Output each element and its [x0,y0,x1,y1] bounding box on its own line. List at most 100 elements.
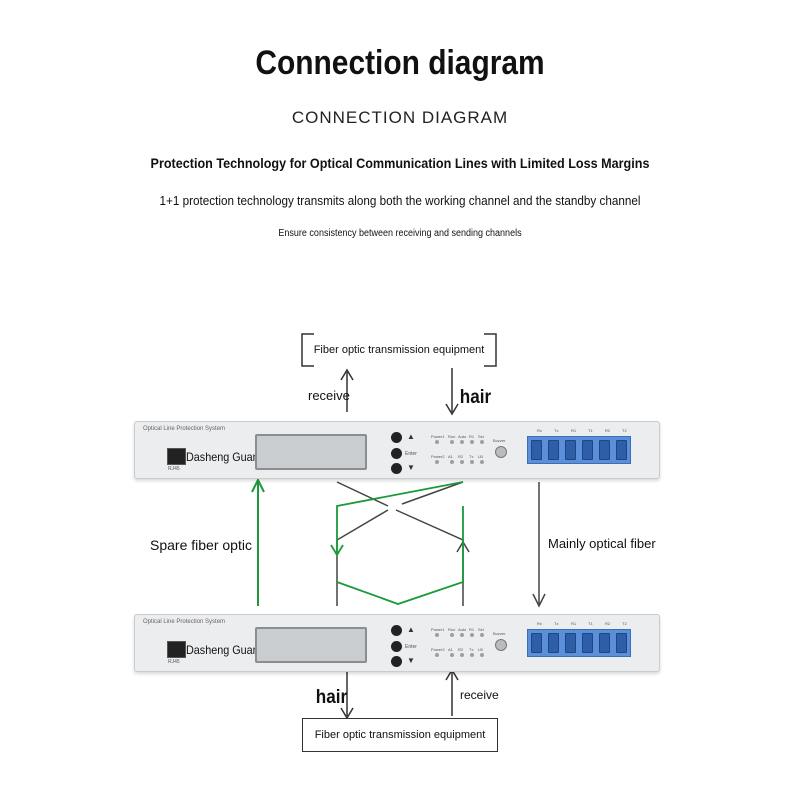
led-indicator [460,440,464,444]
enter-label: Enter [405,644,417,650]
port-label: T2 [622,428,627,433]
led-indicator [450,633,454,637]
led-label: Power2 [431,647,445,652]
led-label: A1 [448,454,453,459]
led-indicator [470,653,474,657]
device-name: Dasheng Guang [186,450,265,464]
fiber-port [582,440,593,460]
down-arrow-icon: ▼ [407,463,415,472]
led-indicator [450,440,454,444]
receive-arrow-top [340,368,354,412]
port-label: Rx [537,621,542,626]
led-indicator [450,460,454,464]
up-arrow-icon: ▲ [407,625,415,634]
fiber-port [531,440,542,460]
led-indicator [460,653,464,657]
up-button [391,432,402,443]
led-label: R2 [458,647,464,652]
rj45-port-icon [167,448,186,465]
main-fiber-line [532,482,546,608]
up-arrow-icon: ▲ [407,432,415,441]
rj45-port-icon [167,641,186,658]
fiber-port [531,633,542,653]
port-label: R2 [605,428,611,433]
led-indicator [480,653,484,657]
led-label: R1 [469,627,475,632]
led-label: LB [478,647,483,652]
description-line-2: 1+1 protection technology transmits alon… [159,193,641,208]
page-title: Connection diagram [255,44,545,82]
equipment-top-label: Fiber optic transmission equipment [313,344,485,356]
fiber-port [565,440,576,460]
led-label: Sel [478,434,484,439]
led-indicator [450,653,454,657]
rj45-label: RJ45 [168,659,180,665]
led-label: Power1 [431,434,445,439]
port-label: Rx [537,428,542,433]
receive-label-top: receive [308,388,350,403]
led-indicator [435,653,439,657]
spare-fiber-label: Spare fiber optic [150,537,252,553]
led-indicator [470,633,474,637]
led-indicator [480,460,484,464]
description-line-1: Protection Technology for Optical Commun… [150,155,650,171]
port-label: T2 [622,621,627,626]
led-indicator [460,633,464,637]
description-line-3: Ensure consistency between receiving and… [278,228,522,239]
fiber-port-block [527,436,631,464]
protection-device-bottom: Optical Line Protection System RJ45 Dash… [134,614,660,672]
port-label: R1 [571,428,577,433]
device-brand-text: Optical Line Protection System [143,426,226,432]
led-label: A1 [448,647,453,652]
led-indicator [480,633,484,637]
fiber-port [616,633,627,653]
led-indicator [470,460,474,464]
led-label: Tx [469,454,474,459]
led-label: Power1 [431,627,445,632]
fiber-port [582,633,593,653]
enter-button [391,641,402,652]
enter-label: Enter [405,451,417,457]
fiber-port [616,440,627,460]
page-subtitle: CONNECTION DIAGRAM [291,108,509,127]
port-label: T1 [588,428,593,433]
protection-device-top: Optical Line Protection System RJ45 Dash… [134,421,660,479]
led-label: Power2 [431,454,445,459]
fiber-port [599,440,610,460]
receive-label-bottom: receive [460,688,499,702]
port-label: R1 [571,621,577,626]
led-label: R2 [458,454,464,459]
equipment-top: Fiber optic transmission equipment [302,334,496,366]
cross-green-lines [330,481,464,605]
port-label: Tx [554,428,559,433]
led-label: Run [448,627,456,632]
lcd-screen [255,434,367,470]
buzzer-label: Buzzer [493,438,506,443]
led-indicator [435,460,439,464]
hair-arrow-top [445,368,459,416]
led-label: Sel [478,627,484,632]
spare-fiber-line [251,477,265,606]
rj45-label: RJ45 [168,466,180,472]
led-indicator [460,460,464,464]
led-label: Auto [458,434,467,439]
fiber-port [548,633,559,653]
fiber-port-block [527,629,631,657]
port-label: T1 [588,621,593,626]
led-indicator [470,440,474,444]
led-indicator [435,633,439,637]
down-button [391,463,402,474]
fiber-port [548,440,559,460]
lcd-screen [255,627,367,663]
led-indicator [480,440,484,444]
equipment-bottom-label: Fiber optic transmission equipment [314,729,486,741]
device-brand-text: Optical Line Protection System [143,619,226,625]
hair-label-top: hair [459,387,492,408]
hair-label-bottom: hair [315,687,348,708]
up-button [391,625,402,636]
led-label: R1 [469,434,475,439]
led-label: Auto [458,627,467,632]
fiber-port [599,633,610,653]
equipment-bottom: Fiber optic transmission equipment [302,718,498,752]
device-name: Dasheng Guang [186,643,265,657]
